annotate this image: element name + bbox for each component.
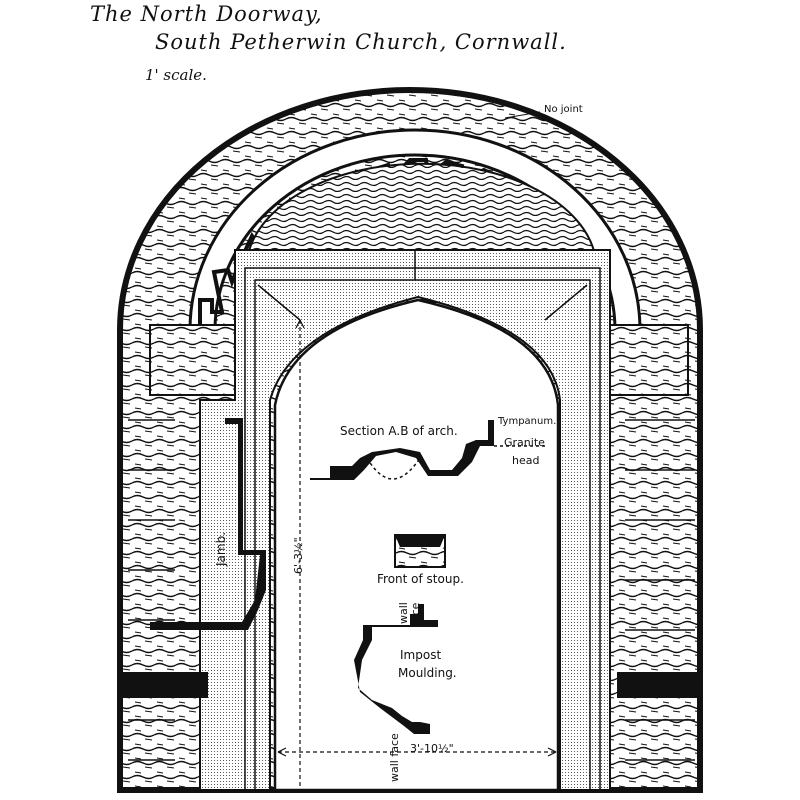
jamb-label: Jamb. — [214, 531, 228, 566]
title-line-2: South Petherwin Church, Cornwall. — [155, 30, 567, 54]
granite-frame — [199, 249, 611, 791]
impost-block-left — [149, 324, 236, 396]
scale-note: 1' scale. — [145, 66, 207, 84]
granite-label: Granite — [504, 436, 545, 449]
no-joint-label: No joint — [544, 104, 583, 115]
front-of-stoup-label: Front of stoup. — [377, 572, 464, 586]
height-dimension — [295, 319, 305, 790]
wall-face-bottom-label: wall face — [388, 733, 401, 782]
width-dimension — [277, 747, 557, 757]
jamb-profile — [150, 418, 266, 630]
wall-joints — [128, 419, 695, 761]
title-line-1: The North Doorway, — [90, 2, 323, 26]
height-dimension-label: 6'-3½" — [292, 537, 305, 574]
frame-moulding-lines — [244, 250, 601, 790]
head-label: head — [512, 454, 540, 467]
no-joint-leader — [504, 111, 541, 119]
section-ab-profile — [310, 420, 494, 480]
section-label: Section A.B of arch. — [340, 424, 458, 438]
section-ab-semicircle — [366, 457, 421, 480]
stoup-front-drawing — [394, 534, 446, 568]
moulding-label: Moulding. — [398, 666, 457, 680]
wall-face-top-label-2: face — [409, 602, 422, 626]
tympanum — [246, 162, 597, 256]
width-dimension-label: 3'-10½" — [410, 742, 454, 755]
impost-block-right — [607, 324, 689, 396]
tympanum-label: Tympanum. — [498, 416, 557, 427]
string-course-left — [120, 672, 208, 698]
impost-moulding-profile — [354, 604, 438, 734]
impost-label: Impost — [400, 648, 442, 662]
string-course-right — [617, 672, 702, 698]
